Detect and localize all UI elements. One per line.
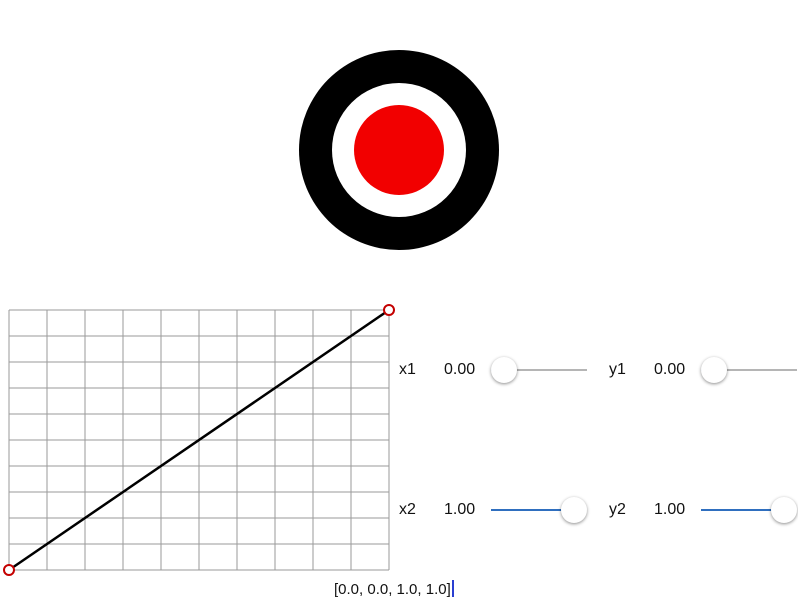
y1-slider-track[interactable] [701, 369, 797, 371]
y1-label: y1 [609, 361, 626, 378]
x2-label: x2 [399, 501, 416, 518]
target-graphic [299, 50, 499, 250]
curve-handle-end[interactable] [383, 304, 395, 316]
y2-slider-thumb[interactable] [771, 497, 797, 523]
y2-slider[interactable] [701, 495, 797, 525]
y1-slider[interactable] [701, 355, 797, 385]
x1-slider-thumb[interactable] [491, 357, 517, 383]
y1-slider-thumb[interactable] [701, 357, 727, 383]
target-center-dot [354, 105, 444, 195]
x2-slider-thumb[interactable] [561, 497, 587, 523]
x1-label: x1 [399, 361, 416, 378]
x1-value: 0.00 [444, 361, 476, 378]
x2-slider-fill [491, 509, 574, 511]
x1-slider[interactable] [491, 355, 587, 385]
x1-slider-track[interactable] [491, 369, 587, 371]
curve-line [8, 308, 390, 572]
x2-slider[interactable] [491, 495, 587, 525]
curve-grid [8, 309, 390, 571]
output-text-field[interactable]: [0.0, 0.0, 1.0, 1.0] [334, 580, 454, 599]
curve-editor[interactable] [0, 300, 400, 580]
y1-value: 0.00 [654, 361, 686, 378]
x2-value: 1.00 [444, 501, 476, 518]
text-caret [451, 580, 454, 597]
y2-value: 1.00 [654, 501, 686, 518]
y2-label: y2 [609, 501, 626, 518]
output-text: [0.0, 0.0, 1.0, 1.0] [334, 581, 451, 598]
curve-handle-start[interactable] [3, 564, 15, 576]
y2-slider-fill [701, 509, 784, 511]
